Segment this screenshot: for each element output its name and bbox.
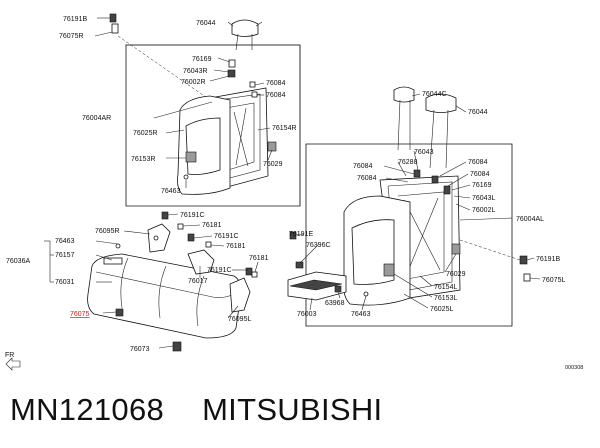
seatback-cushion-left-icon	[343, 195, 411, 306]
label-76004al: 76004AL	[516, 216, 544, 223]
headrest-76044c-icon	[393, 86, 415, 151]
bolt-76191e-icon	[289, 231, 297, 240]
label-76029: 76029	[263, 161, 283, 168]
cap-76463-c-icon	[363, 291, 369, 297]
label-76153r: 76153R	[131, 156, 156, 163]
hinge-76095r-icon	[147, 223, 171, 253]
label-76169-b: 76169	[472, 182, 492, 189]
label-76036a: 76036A	[6, 258, 30, 265]
label-76004ar: 76004AR	[82, 115, 111, 122]
front-arrow-icon	[5, 357, 21, 371]
label-76181-b: 76181	[226, 243, 246, 250]
latch-76029-b-icon	[451, 243, 461, 255]
label-76002r: 76002R	[181, 79, 206, 86]
bolt-76191c-icon	[161, 211, 169, 220]
label-76191c-b: 76191C	[214, 233, 239, 240]
hook-76073-icon	[172, 341, 182, 352]
brand-name: MITSUBISHI	[202, 392, 383, 427]
label-76075r: 76075R	[59, 33, 84, 40]
label-76073: 76073	[130, 346, 150, 353]
parts-diagram: 76191B 76075R 76044 76169 76043R 76002R …	[5, 13, 583, 371]
label-76075-highlighted: 76075	[70, 311, 90, 318]
clip-76191b-icon	[94, 13, 119, 37]
part-number: MN121068	[10, 392, 165, 427]
label-76154r: 76154R	[272, 125, 297, 132]
label-76084-c: 76084	[353, 163, 373, 170]
label-76181: 76181	[202, 222, 222, 229]
label-76003: 76003	[297, 311, 317, 318]
seatback-cushion-right-icon	[177, 95, 231, 195]
label-76095l: 76095L	[228, 316, 251, 323]
seat-cushion-76031-icon	[87, 253, 242, 339]
leader-lines	[44, 21, 541, 349]
label-76288: 76288	[398, 159, 418, 166]
label-76191b-b: 76191B	[536, 256, 560, 263]
label-76396c: 76396C	[306, 242, 331, 249]
part-labels: 76191B 76075R 76044 76169 76043R 76002R …	[5, 16, 583, 371]
label-76025r: 76025R	[133, 130, 158, 137]
headrest-76044-b-icon	[425, 93, 457, 169]
label-76017: 76017	[188, 278, 208, 285]
label-76084-b: 76084	[266, 92, 286, 99]
bracket-76017-icon	[187, 249, 215, 275]
label-76191c-c: 76191C	[207, 267, 232, 274]
label-76169: 76169	[192, 56, 212, 63]
label-76029-b: 76029	[446, 271, 466, 278]
label-76002l: 76002L	[472, 207, 495, 214]
armrest-76003-icon	[287, 261, 347, 301]
clip-63968-icon	[334, 285, 342, 293]
label-76157: 76157	[55, 252, 75, 259]
label-76084: 76084	[266, 80, 286, 87]
label-76043: 76043	[414, 149, 434, 156]
label-76025l: 76025L	[430, 306, 453, 313]
label-76191e: 76191E	[289, 231, 313, 238]
latch-76029-icon	[267, 141, 277, 152]
label-63968: 63968	[325, 300, 345, 307]
clip-76075-icon	[115, 308, 124, 317]
cap-76463-b-icon	[115, 243, 121, 249]
label-76463-b: 76463	[55, 238, 75, 245]
label-76044-b: 76044	[468, 109, 488, 116]
label-diagram-code: 000308	[565, 365, 583, 371]
nut-76181-icon	[177, 223, 184, 230]
label-fr: FR	[5, 352, 14, 359]
label-76075l: 76075L	[542, 277, 565, 284]
caption: MN121068 MITSUBISHI	[10, 392, 382, 428]
label-76084-f: 76084	[470, 171, 490, 178]
nut-76181-b-icon	[205, 241, 212, 248]
label-76463: 76463	[161, 188, 181, 195]
nut-76181-c-icon	[251, 271, 258, 278]
label-76084-d: 76084	[357, 175, 377, 182]
label-76095r: 76095R	[95, 228, 120, 235]
label-76463-c: 76463	[351, 311, 371, 318]
label-76154l: 76154L	[434, 284, 457, 291]
label-76031: 76031	[55, 279, 75, 286]
label-76191c: 76191C	[180, 212, 205, 219]
label-76043r: 76043R	[183, 68, 208, 75]
label-76084-e: 76084	[468, 159, 488, 166]
bolt-76191c-b-icon	[187, 233, 195, 242]
bolt-76191c-c-icon	[245, 267, 253, 276]
hinge-76095l-icon	[229, 277, 251, 313]
label-76153l: 76153L	[434, 295, 457, 302]
seatback-left-outline	[305, 143, 513, 327]
label-76043l: 76043L	[472, 195, 495, 202]
headrest-76044-icon	[227, 19, 259, 51]
label-76044: 76044	[196, 20, 216, 27]
label-76181-c: 76181	[249, 255, 269, 262]
label-76044c: 76044C	[422, 91, 447, 98]
cap-76463-icon	[183, 174, 189, 180]
label-76191b: 76191B	[63, 16, 87, 23]
